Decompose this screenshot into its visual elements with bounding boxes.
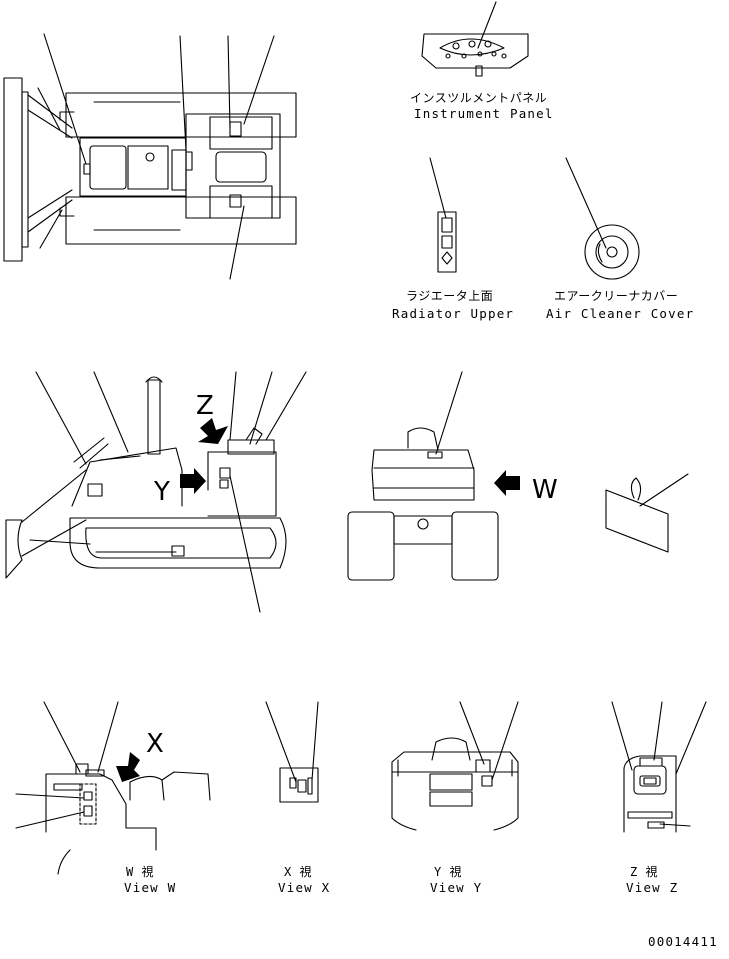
radiator-upper-icon (429, 157, 457, 273)
view-z-diagram (611, 701, 707, 833)
instrument-panel-jp-label: インスツルメントパネル (410, 91, 547, 105)
instrument-panel-en-label: Instrument Panel (414, 106, 554, 121)
arrow-z-label: Z (196, 391, 214, 421)
rear-view-arrow (494, 470, 520, 496)
side-view-arrows (180, 418, 228, 494)
view-y-en-label: View Y (430, 880, 482, 895)
radiator-upper-jp-label: ラジエータ上面 (406, 289, 493, 303)
air-cleaner-cover-icon (565, 157, 640, 280)
air-cleaner-cover-en-label: Air Cleaner Cover (546, 306, 694, 321)
view-z-jp-label: Z 視 (630, 864, 658, 879)
decal-detail (605, 473, 689, 553)
view-w-arrow (116, 752, 140, 782)
rear-view-dozer (347, 371, 499, 581)
view-x-diagram (265, 701, 319, 803)
view-x-jp-label: X 視 (284, 864, 312, 879)
arrow-y-label: Y (153, 477, 170, 507)
side-view-dozer (5, 376, 287, 579)
arrow-x-label: X (146, 729, 164, 759)
arrow-w-label: W (532, 475, 558, 505)
instrument-panel-icon (421, 1, 529, 77)
view-y-diagram (391, 701, 519, 831)
view-y-jp-label: Y 視 (434, 864, 462, 879)
top-view-leaders (43, 33, 275, 280)
view-w-jp-label: W 視 (126, 864, 154, 879)
top-view-dozer (3, 77, 297, 262)
air-cleaner-cover-jp-label: エアークリーナカバー (554, 289, 678, 303)
view-w-en-label: View W (124, 880, 176, 895)
drawing-number: 00014411 (648, 934, 718, 949)
side-view-leaders (35, 371, 307, 613)
radiator-upper-en-label: Radiator Upper (392, 306, 514, 321)
view-x-en-label: View X (278, 880, 330, 895)
view-z-en-label: View Z (626, 880, 678, 895)
view-w-diagram (15, 701, 211, 875)
